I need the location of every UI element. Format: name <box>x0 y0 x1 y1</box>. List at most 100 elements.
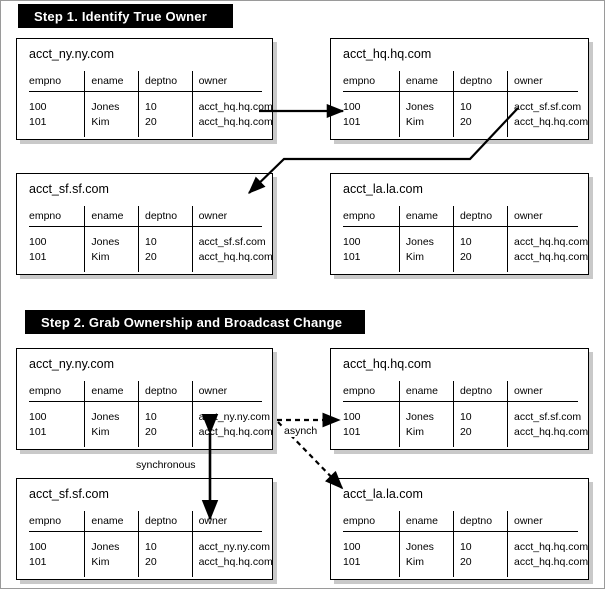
table-spacer <box>29 226 262 234</box>
table-header-row: empno ename deptno owner <box>29 206 262 227</box>
cell-ename: Jones <box>84 234 139 249</box>
step2-banner: Step 2. Grab Ownership and Broadcast Cha… <box>25 310 365 334</box>
table-spacer <box>29 91 262 99</box>
cell-empno: 101 <box>29 425 47 438</box>
node-title: acct_sf.sf.com <box>29 182 109 196</box>
cell-deptno: 20 <box>137 114 193 129</box>
node-s1-sf: acct_sf.sf.com empno ename deptno owner … <box>16 173 273 275</box>
table-row: 100 Jones 10 acct_sf.sf.com <box>343 99 581 114</box>
node-s2-ny: acct_ny.ny.com empno ename deptno owner … <box>16 348 273 450</box>
data-table: empno ename deptno owner 100 Jones 10 ac… <box>343 511 588 577</box>
col-empno: empno <box>343 381 400 402</box>
cell-owner: acct_hq.hq.com <box>506 554 588 569</box>
table-header-row: empno ename deptno owner <box>29 511 262 532</box>
cell-owner: acct_ny.ny.com <box>191 409 270 424</box>
col-empno: empno <box>343 511 400 532</box>
cell-owner: acct_hq.hq.com <box>506 539 588 554</box>
cell-empno: 100 <box>29 410 47 423</box>
data-table: empno ename deptno owner 100 Jones 10 ac… <box>29 71 273 137</box>
table-spacer <box>29 531 262 539</box>
cell-ename: Kim <box>84 114 139 129</box>
edge-label-synchronous: synchronous <box>134 459 198 471</box>
cell-ename: Jones <box>84 539 139 554</box>
cell-ename: Jones <box>84 409 139 424</box>
step1-banner-label: Step 1. Identify True Owner <box>34 8 207 24</box>
cell-owner: acct_hq.hq.com <box>191 99 273 114</box>
node-title: acct_hq.hq.com <box>343 357 432 371</box>
cell-ename: Kim <box>84 424 139 439</box>
col-owner: owner <box>191 206 262 227</box>
cell-ename: Jones <box>398 409 454 424</box>
table-row: 100 Jones 10 acct_ny.ny.com <box>29 539 270 554</box>
table-tail <box>29 439 262 447</box>
table-row: 101 Kim 20 acct_hq.hq.com <box>29 249 273 264</box>
table-tail <box>29 569 262 577</box>
table-row: 101 Kim 20 acct_hq.hq.com <box>29 554 273 569</box>
col-empno: empno <box>343 71 400 92</box>
cell-deptno: 10 <box>452 409 508 424</box>
cell-owner: acct_sf.sf.com <box>506 409 581 424</box>
col-deptno: deptno <box>137 511 193 532</box>
table-header-row: empno ename deptno owner <box>343 206 578 227</box>
node-table: empno ename deptno owner 100 Jones 10 ac… <box>29 511 273 577</box>
cell-empno: 100 <box>343 540 361 553</box>
cell-ename: Jones <box>398 99 454 114</box>
table-row: 101 Kim 20 acct_hq.hq.com <box>29 114 273 129</box>
step2-banner-label: Step 2. Grab Ownership and Broadcast Cha… <box>41 314 343 330</box>
cell-deptno: 10 <box>137 409 193 424</box>
cell-ename: Kim <box>84 249 139 264</box>
cell-empno: 100 <box>343 100 361 113</box>
table-row: 100 Jones 10 acct_hq.hq.com <box>29 99 273 114</box>
cell-deptno: 20 <box>452 554 508 569</box>
cell-empno: 100 <box>29 100 47 113</box>
col-ename: ename <box>398 206 454 227</box>
cell-owner: acct_hq.hq.com <box>191 424 273 439</box>
data-table: empno ename deptno owner 100 Jones 10 ac… <box>29 381 273 447</box>
table-row: 101 Kim 20 acct_hq.hq.com <box>343 249 588 264</box>
col-empno: empno <box>29 381 85 402</box>
col-owner: owner <box>191 71 262 92</box>
table-row: 100 Jones 10 acct_hq.hq.com <box>343 539 588 554</box>
cell-ename: Kim <box>398 554 454 569</box>
cell-empno: 100 <box>29 235 47 248</box>
cell-empno: 101 <box>343 250 361 263</box>
table-header-row: empno ename deptno owner <box>29 381 262 402</box>
col-deptno: deptno <box>137 206 193 227</box>
edge-label-asynch: asynch <box>282 425 320 437</box>
col-owner: owner <box>506 381 578 402</box>
table-spacer <box>29 401 262 409</box>
col-owner: owner <box>191 511 262 532</box>
cell-owner: acct_hq.hq.com <box>191 114 273 129</box>
node-title: acct_ny.ny.com <box>29 357 114 371</box>
cell-empno: 101 <box>29 555 47 568</box>
cell-deptno: 10 <box>452 539 508 554</box>
table-header-row: empno ename deptno owner <box>343 381 578 402</box>
data-table: empno ename deptno owner 100 Jones 10 ac… <box>343 71 588 137</box>
cell-empno: 101 <box>29 250 47 263</box>
cell-owner: acct_hq.hq.com <box>506 249 588 264</box>
cell-deptno: 10 <box>452 99 508 114</box>
table-spacer <box>343 401 578 409</box>
cell-deptno: 10 <box>137 234 193 249</box>
table-tail <box>343 439 578 447</box>
cell-empno: 100 <box>343 235 361 248</box>
col-empno: empno <box>29 71 85 92</box>
table-row: 101 Kim 20 acct_hq.hq.com <box>343 114 588 129</box>
node-table: empno ename deptno owner 100 Jones 10 ac… <box>29 71 273 137</box>
node-table: empno ename deptno owner 100 Jones 10 ac… <box>343 71 588 137</box>
data-table: empno ename deptno owner 100 Jones 10 ac… <box>29 206 273 272</box>
data-table: empno ename deptno owner 100 Jones 10 ac… <box>343 381 588 447</box>
cell-owner: acct_hq.hq.com <box>191 554 273 569</box>
col-deptno: deptno <box>452 511 508 532</box>
node-table: empno ename deptno owner 100 Jones 10 ac… <box>29 381 273 447</box>
cell-deptno: 20 <box>452 424 508 439</box>
col-ename: ename <box>84 71 139 92</box>
col-owner: owner <box>191 381 262 402</box>
table-row: 100 Jones 10 acct_ny.ny.com <box>29 409 270 424</box>
table-row: 101 Kim 20 acct_hq.hq.com <box>29 424 273 439</box>
cell-ename: Jones <box>84 99 139 114</box>
cell-deptno: 20 <box>452 249 508 264</box>
table-tail <box>343 569 578 577</box>
table-row: 101 Kim 20 acct_hq.hq.com <box>343 554 588 569</box>
cell-ename: Kim <box>398 114 454 129</box>
